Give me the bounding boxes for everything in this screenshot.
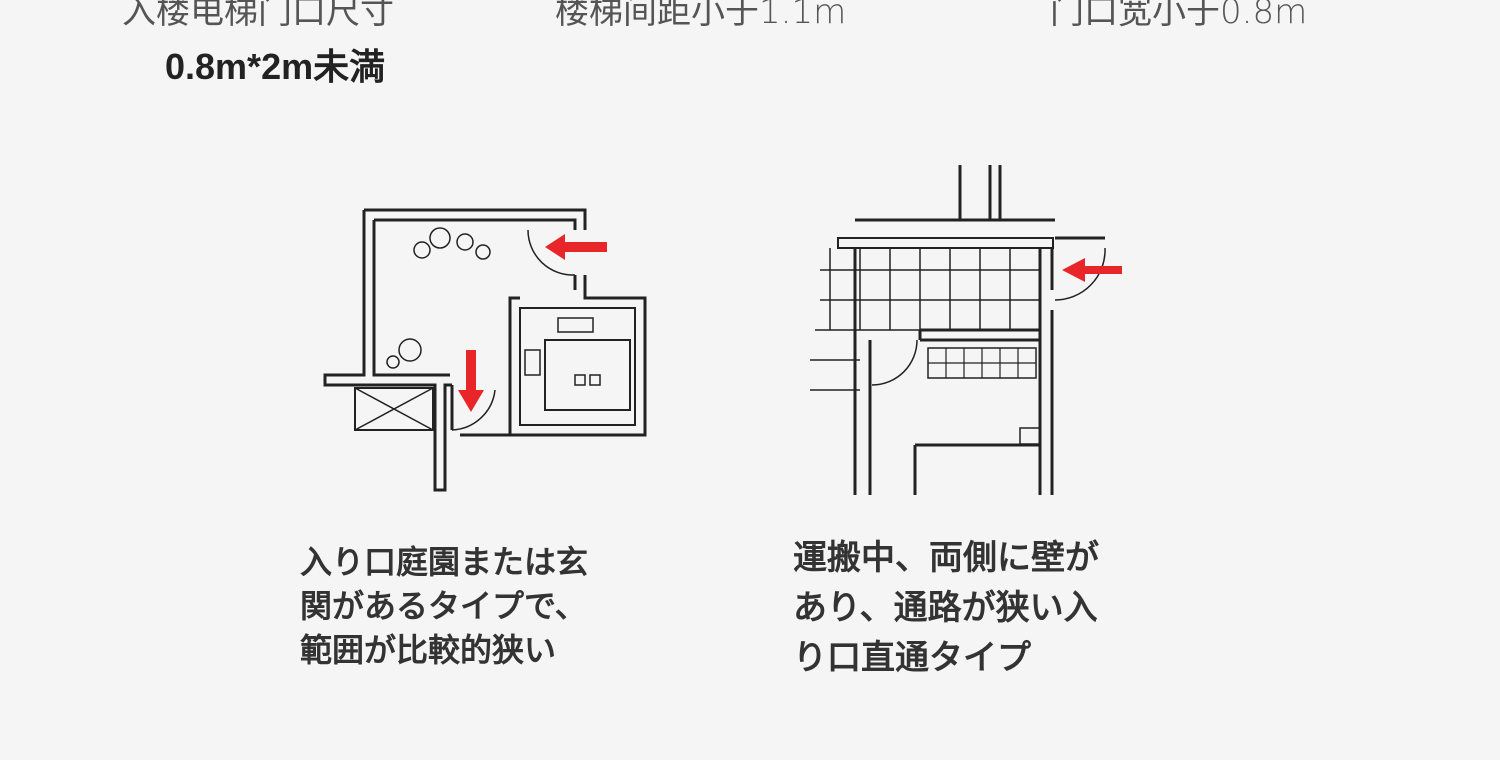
header-item-door-width: 门口宽小于0.8m <box>1050 0 1308 32</box>
caption-garden-entrance: 入り口庭園または玄 関があるタイプで、 範囲が比較的狭い <box>300 540 588 672</box>
entry-arrow-icon <box>1062 258 1122 282</box>
entry-arrow-icon <box>458 234 607 412</box>
caption-line: 入り口庭園または玄 <box>300 543 589 581</box>
caption-line: 運搬中、両側に壁が <box>793 538 1099 578</box>
floor-plan-direct-entrance <box>810 165 1122 495</box>
caption-line: 範囲が比較的狭い <box>300 631 557 669</box>
caption-line: あり、通路が狭い入 <box>793 588 1098 628</box>
floor-plan-garden-entrance <box>323 208 647 492</box>
header-item-elevator-door-size: 入楼电梯门口尺寸 <box>122 0 394 32</box>
header-item-stair-spacing: 楼梯间距小于1.1m <box>555 0 847 32</box>
size-label: 0.8m*2m未満 <box>165 46 386 87</box>
caption-direct-entrance: 運搬中、両側に壁が あり、通路が狭い入 り口直通タイプ <box>793 533 1099 683</box>
caption-line: 関があるタイプで、 <box>300 587 587 625</box>
caption-line: り口直通タイプ <box>793 638 1031 678</box>
